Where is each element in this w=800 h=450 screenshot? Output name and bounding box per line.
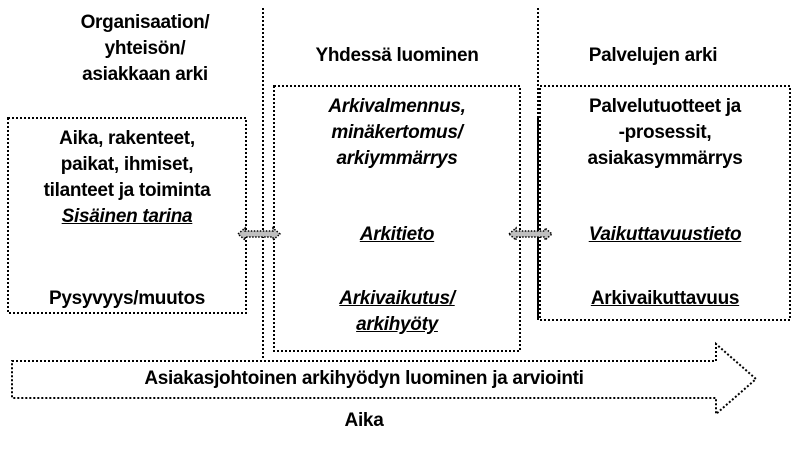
box-line: Palvelutuotteet ja (589, 96, 741, 117)
box-line: minäkertomus/ (331, 122, 463, 143)
emphasis-label: Arkitieto (359, 224, 435, 245)
heading-line: yhteisön/ (104, 38, 186, 59)
arrow-label: Asiakasjohtoinen arkihyödyn luominen ja … (144, 368, 584, 389)
heading-organisation: Organisaation/ yhteisön/ asiakkaan arki (40, 10, 250, 88)
box-line: tilanteet ja toiminta (43, 180, 211, 201)
emphasis-label: Vaikuttavuustieto (588, 224, 742, 245)
connector-arrow-left (236, 226, 282, 242)
box-line: -prosessit, (618, 122, 712, 143)
box-line: arkiymmärrys (336, 148, 458, 169)
box-co-creation-text: Arkivalmennus, minäkertomus/ arkiymmärry… (274, 94, 520, 172)
axis-label: Aika (344, 410, 384, 431)
box-organisation (7, 117, 247, 314)
footer-organisation: Pysyvyys/muutos (48, 288, 206, 309)
heading-services: Palvelujen arki (588, 45, 718, 66)
box-organisation-text: Aika, rakenteet, paikat, ihmiset, tilant… (8, 126, 246, 230)
box-line: asiakasymmärrys (587, 148, 743, 169)
box-line: paikat, ihmiset, (60, 154, 194, 175)
time-arrow (11, 341, 758, 417)
box-services (539, 85, 791, 321)
heading-co-creation: Yhdessä luominen (315, 45, 479, 66)
box-line: Arkivalmennus, (328, 96, 466, 117)
heading-line: Organisaation/ (80, 12, 210, 33)
heading-line: asiakkaan arki (82, 64, 208, 85)
footer-services: Arkivaikuttavuus (590, 288, 740, 309)
emphasis-label: Sisäinen tarina (61, 206, 193, 227)
footer-co-creation: Arkivaikutus/ arkihyöty (274, 286, 520, 338)
box-line: Aika, rakenteet, (59, 128, 195, 149)
box-co-creation (273, 85, 521, 352)
footer-line: arkihyöty (356, 314, 438, 335)
box-services-text: Palvelutuotteet ja -prosessit, asiakasym… (540, 94, 790, 172)
connector-arrow-right (507, 226, 554, 242)
footer-line: Arkivaikutus/ (339, 288, 455, 309)
